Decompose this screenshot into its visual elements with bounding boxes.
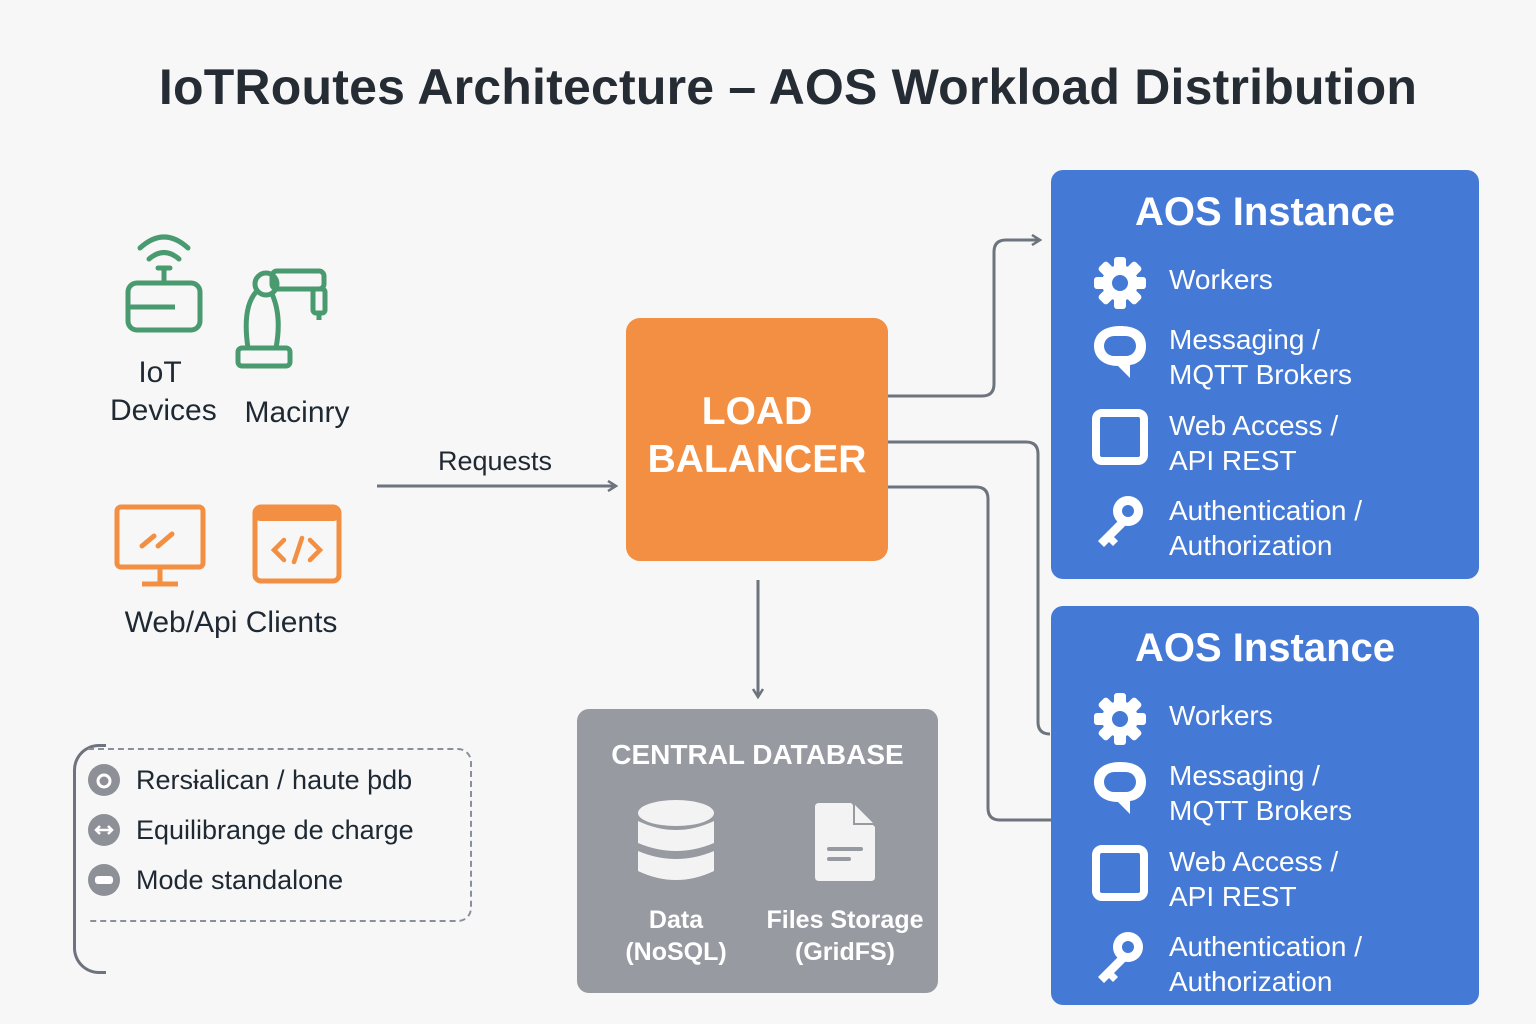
load-balancer-node[interactable]: LOAD BALANCER — [626, 318, 888, 561]
legend-label-load-balancing: Equilibrange de charge — [136, 814, 414, 845]
database-item-files: Files Storage (GridFS) — [755, 799, 935, 968]
aos-instance-2[interactable]: AOS Instance Workers Messaging / MQTT Bro… — [1051, 606, 1479, 1005]
legend-item-standalone: Mode standalone — [88, 864, 343, 896]
monitor-icon — [114, 504, 206, 587]
robot-arm-icon — [235, 268, 328, 369]
workers-label: Workers — [1169, 700, 1273, 731]
lb-to-aos2-connector-b — [888, 485, 1051, 822]
gear-icon — [1094, 693, 1146, 745]
gear-icon — [1094, 257, 1146, 309]
legend-label-replication: Rersɨalican / haute þdb — [136, 764, 413, 795]
aos-item-web-access: Web Access / API REST — [1091, 844, 1338, 914]
aos-item-auth: Authentication / Authorization — [1091, 493, 1362, 563]
chat-bubble-icon — [1094, 762, 1146, 814]
legend-item-replication: Rersɨalican / haute þdb — [88, 764, 412, 796]
replication-icon — [88, 764, 120, 796]
iot-label-line2: Devices — [110, 394, 217, 427]
web-access-label-line1: Web Access / — [1169, 410, 1339, 441]
square-icon — [1092, 409, 1148, 465]
database-item-data-line1: Data — [648, 906, 704, 934]
legend-item-load-balancing: Equilibrange de charge — [88, 814, 414, 846]
web-access-label-line2: API REST — [1169, 445, 1297, 476]
auth-label-line2: Authorization — [1169, 530, 1333, 561]
database-title: CENTRAL DATABASE — [611, 739, 904, 770]
key-icon — [1098, 932, 1143, 983]
database-icon — [638, 800, 714, 880]
web-api-clients-label: Web/Api Clients — [124, 606, 338, 639]
diagram-title: IoTRoutes Architecture – AOS Workload Di… — [158, 59, 1418, 115]
messaging-label-line2: MQTT Brokers — [1169, 359, 1353, 390]
key-icon — [1098, 496, 1143, 547]
aos-item-workers: Workers — [1091, 690, 1273, 748]
aos-item-messaging: Messaging / MQTT Brokers — [1091, 322, 1352, 392]
auth-label-line1: Authentication / — [1169, 931, 1363, 962]
requests-label: Requests — [437, 446, 553, 476]
messaging-label-line2: MQTT Brokers — [1169, 795, 1353, 826]
router-antenna-icon — [125, 234, 203, 333]
load-balancing-icon — [88, 814, 120, 846]
code-window-icon — [252, 504, 342, 584]
messaging-label-line1: Messaging / — [1169, 324, 1320, 355]
load-balancer-line2: BALANCER — [647, 438, 867, 481]
database-item-files-line2: (GridFS) — [795, 938, 895, 966]
legend-box — [88, 748, 472, 922]
file-icon — [815, 803, 875, 881]
standalone-icon — [88, 864, 120, 896]
web-access-label-line2: API REST — [1169, 881, 1297, 912]
lb-to-aos2-connector-a — [888, 440, 1051, 736]
aos-item-web-access: Web Access / API REST — [1091, 408, 1338, 478]
database-item-files-line1: Files Storage — [766, 906, 924, 934]
square-icon — [1092, 845, 1148, 901]
legend-bracket — [73, 744, 106, 974]
iot-label-line1: IoT — [138, 356, 182, 389]
aos-item-workers: Workers — [1091, 254, 1273, 312]
aos-item-messaging: Messaging / MQTT Brokers — [1091, 758, 1352, 828]
central-database-node[interactable]: CENTRAL DATABASE Data (NoSQL) Files Stor… — [577, 709, 938, 993]
database-item-data: Data (NoSQL) — [586, 799, 766, 968]
aos-instance-1[interactable]: AOS Instance Workers Messaging / MQTT Bro… — [1051, 170, 1479, 579]
lb-to-aos1-connector — [888, 240, 1040, 398]
messaging-label-line1: Messaging / — [1169, 760, 1320, 791]
chat-bubble-icon — [1094, 326, 1146, 378]
auth-label-line2: Authorization — [1169, 966, 1333, 997]
auth-label-line1: Authentication / — [1169, 495, 1363, 526]
load-balancer-line1: LOAD — [701, 390, 813, 433]
aos-instance-title: AOS Instance — [1134, 190, 1396, 234]
workers-label: Workers — [1169, 264, 1273, 295]
web-access-label-line1: Web Access / — [1169, 846, 1339, 877]
aos-item-auth: Authentication / Authorization — [1091, 929, 1362, 999]
database-item-data-line2: (NoSQL) — [625, 938, 727, 966]
aos-instance-title: AOS Instance — [1134, 626, 1396, 670]
legend-label-standalone: Mode standalone — [136, 864, 344, 895]
machinery-label: Macinry — [244, 396, 350, 429]
iot-devices-label: IoT Devices — [110, 354, 217, 430]
